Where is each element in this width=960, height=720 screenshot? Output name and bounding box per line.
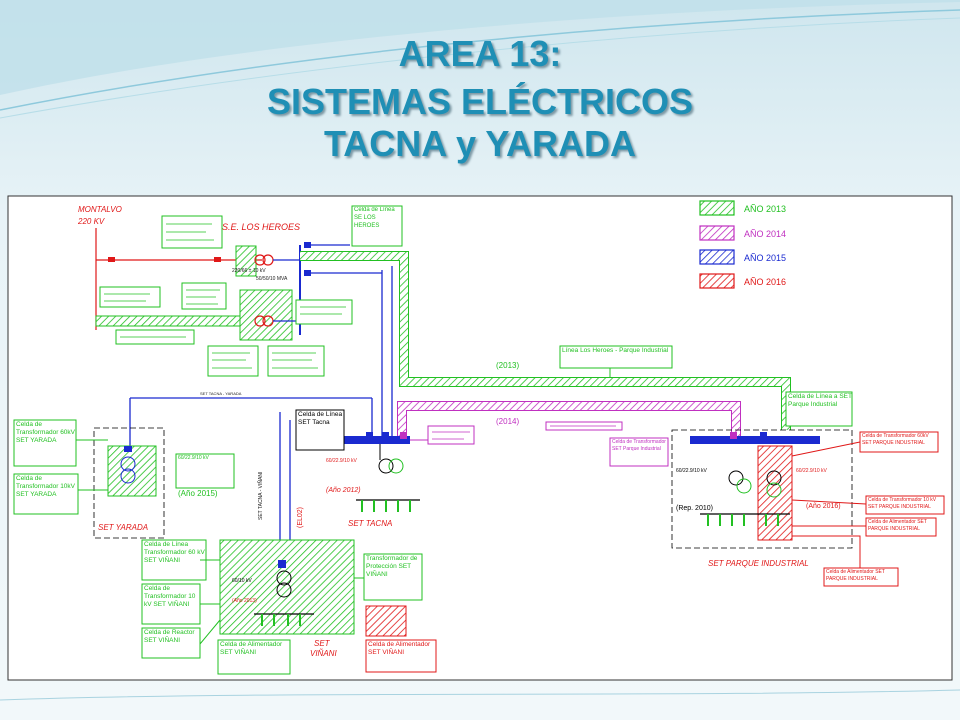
tr-parque-new-label: 60/22.9/10 kV xyxy=(796,468,828,474)
year-2016-label: (Año 2016) xyxy=(806,503,841,510)
celda-linea-transf-vinani-text: Celda de Línea Transformador 60 kV SET V… xyxy=(144,541,205,565)
legend-swatch-2016 xyxy=(699,273,735,289)
set-vinani-label-2: VIÑANI xyxy=(310,649,337,658)
set-parque-label: SET PARQUE INDUSTRIAL xyxy=(708,559,809,568)
legend-label-2016: AÑO 2016 xyxy=(744,277,786,287)
celda-alim-parque-text: Celda de Alimentador SET PARQUE INDUSTRI… xyxy=(868,519,927,532)
label-box-heroes-7 xyxy=(267,345,325,377)
year-2010-label: (Rep. 2010) xyxy=(676,505,713,512)
label-box-heroes-6 xyxy=(207,345,259,377)
tr-vinani-label: 60/10 kV xyxy=(232,578,252,584)
decor-swoosh xyxy=(0,0,960,95)
set-tacna: Celda de Línea SET Tacna 60/22.9/10 kV (… xyxy=(295,409,475,528)
celda-alim-vinani-text: Celda de Alimentador SET VIÑANI xyxy=(220,641,283,657)
line-heroes-parque-box xyxy=(559,345,673,369)
year-2012-label: (Año 2012) xyxy=(326,487,361,494)
tr-yarada-text: 60/22.9/10 kV xyxy=(178,455,209,461)
legend-label-2015: AÑO 2015 xyxy=(744,253,786,263)
celda-transf-10kv-yarada-text: Celda de Transformador 10kV SET YARADA xyxy=(16,475,76,499)
slide-title-line-2: SISTEMAS ELÉCTRICOS xyxy=(266,81,694,122)
celda-transf-yarada-text: Celda de Transformador 60kV SET YARADA xyxy=(16,421,76,445)
celda-reactor-vinani-text: Celda de Reactor SET VIÑANI xyxy=(144,629,195,645)
celda-linea-heroes-text: Celda de Línea SE LOS HEROES xyxy=(354,207,395,229)
celda-transf-10kv-vinani-text: Celda de Transformador 10 kV SET VIÑANI xyxy=(144,585,196,609)
set-vinani-label: SET xyxy=(314,639,331,648)
legend-label-2014: AÑO 2014 xyxy=(744,229,786,239)
legend: AÑO 2013 AÑO 2014 AÑO 2015 AÑO 2016 xyxy=(699,200,786,289)
celda-transf-10kv-parque-text: Celda de Transformador 10 kV SET PARQUE … xyxy=(868,497,937,510)
tr-tacna-label: 60/22.9/10 kV xyxy=(326,458,358,464)
legend-swatch-2014 xyxy=(699,225,735,241)
celda-linea-parque-text: Celda de Línea a SET Parque Industrial xyxy=(788,393,852,409)
legend-label-2013: AÑO 2013 xyxy=(744,204,786,214)
legend-swatch-2015 xyxy=(699,249,735,265)
celda-transf-parque-text: Celda de Transformador SET Parque Indust… xyxy=(612,439,666,452)
slide-title-line-1: AREA 13: xyxy=(398,33,562,74)
transf-proteccion-vinani-text: Transformador de Protección SET VIÑANI xyxy=(366,555,418,579)
slide-title-line-3: TACNA y YARADA xyxy=(323,123,637,164)
el02-label: (EL02) xyxy=(297,507,304,528)
ref-2013-label: (Año 2013) xyxy=(232,598,257,604)
se-los-heroes-label: S.E. LOS HEROES xyxy=(222,222,300,232)
set-tacna-label: SET TACNA xyxy=(348,519,392,528)
year-2015-label: (Año 2015) xyxy=(178,489,218,498)
kv220-label: 220 KV xyxy=(77,217,105,226)
celda-alim-parque-2-text: Celda de Alimentador SET PARQUE INDUSTRI… xyxy=(826,569,885,582)
set-yarada: SET YARADA Celda de Transformador 60kV S… xyxy=(13,419,235,539)
legend-swatch-2013 xyxy=(699,200,735,216)
tr-parque-label: 60/22.9/10 kV xyxy=(676,468,708,474)
set-vinani: 60/10 kV (Año 2013) SET VIÑANI Celda de … xyxy=(141,539,437,675)
label-2013: (2013) xyxy=(496,361,519,370)
celda-linea-heroes-box xyxy=(351,205,403,247)
montalvo-label: MONTALVO xyxy=(78,205,122,214)
set-yarada-label: SET YARADA xyxy=(98,523,148,532)
celda-linea-tacna-text: Celda de Línea SET Tacna xyxy=(298,411,343,427)
label-box-heroes-4 xyxy=(295,299,353,325)
tr-heroes-label: 220/66 ± 10 kV xyxy=(232,268,266,274)
celda-transf-60kv-text: Celda de Transformador 60kV SET PARQUE I… xyxy=(862,433,929,446)
set-parque-industrial: 60/22.9/10 kV 60/22.9/10 kV (Rep. 2010) … xyxy=(609,391,945,587)
tr-heroes-label-2: 50/50/10 MVA xyxy=(256,276,288,282)
tacna-yarada-line-label: SET TACNA - YARADA xyxy=(200,391,242,396)
tacna-vinani-line-label: SET TACNA - VIÑANI xyxy=(257,472,264,520)
label-2014: (2014) xyxy=(496,417,519,426)
celda-alim-set-vinani-text: Celda de Alimentador SET VIÑANI xyxy=(368,641,431,657)
line-heroes-parque-text: Línea Los Heroes - Parque Industrial xyxy=(562,347,669,354)
label-box-heroes-2 xyxy=(99,286,161,308)
label-box-heroes-3 xyxy=(181,282,227,310)
